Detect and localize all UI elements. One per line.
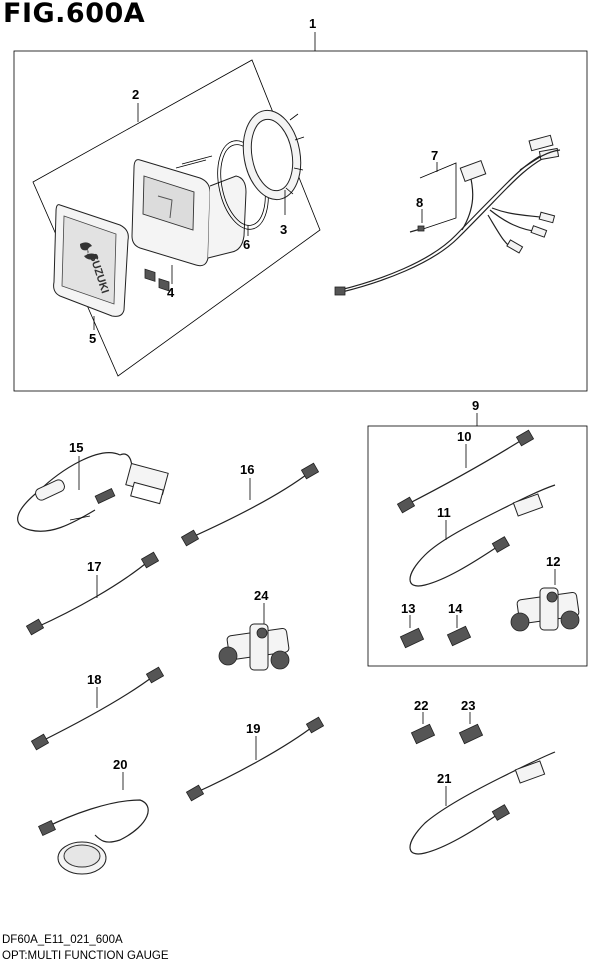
gauge-screen — [142, 175, 195, 231]
callout-12: 12 — [546, 554, 560, 569]
bracket-7-8 — [419, 162, 457, 231]
cable-17 — [25, 551, 160, 636]
terminator-22 — [410, 723, 436, 745]
callout-21: 21 — [437, 771, 451, 786]
terminal-8 — [409, 225, 425, 233]
diagram-caption: OPT:MULTI FUNCTION GAUGE — [2, 950, 169, 962]
suzuki-s-logo-icon — [80, 242, 98, 260]
cable-21 — [409, 751, 556, 855]
assembly-box — [13, 50, 588, 392]
callout-23: 23 — [461, 698, 475, 713]
callout-20: 20 — [113, 757, 127, 772]
terminator-14 — [446, 625, 472, 647]
callout-1: 1 — [309, 16, 316, 31]
sensor-20 — [38, 799, 149, 875]
callout-19: 19 — [246, 721, 260, 736]
callout-14: 14 — [448, 601, 463, 616]
callout-6: 6 — [243, 237, 250, 252]
t-connector-24 — [218, 623, 290, 671]
callout-10: 10 — [457, 429, 471, 444]
cable-11 — [409, 484, 556, 587]
callout-2: 2 — [132, 87, 139, 102]
callout-17: 17 — [87, 559, 101, 574]
callout-4: 4 — [167, 285, 175, 300]
bezel-cover: SUZUKI — [53, 204, 129, 317]
figure-title: FIG.600A — [3, 0, 146, 29]
terminator-13 — [399, 627, 425, 649]
callout-24: 24 — [254, 588, 269, 603]
callout-5: 5 — [89, 331, 96, 346]
callout-3: 3 — [280, 222, 287, 237]
callout-13: 13 — [401, 601, 415, 616]
kit-box-9 — [367, 425, 588, 667]
callout-16: 16 — [240, 462, 254, 477]
callout-9: 9 — [472, 398, 479, 413]
cable-19 — [185, 716, 325, 802]
cable-15 — [17, 452, 169, 532]
callout-11: 11 — [437, 505, 451, 520]
callout-7: 7 — [431, 148, 438, 163]
multi-function-gauge — [131, 155, 247, 292]
callout-15: 15 — [69, 440, 83, 455]
mounting-nut — [242, 109, 305, 201]
diagram-code: DF60A_E11_021_600A — [2, 934, 123, 946]
cable-18 — [30, 666, 165, 751]
callout-8: 8 — [416, 195, 423, 210]
callout-18: 18 — [87, 672, 101, 687]
gauge-subassembly-box — [32, 59, 321, 377]
wiring-harness — [334, 134, 561, 296]
cable-16 — [180, 462, 320, 547]
terminator-23 — [458, 723, 484, 745]
cable-10 — [396, 429, 535, 514]
t-connector-12 — [510, 587, 580, 632]
callout-22: 22 — [414, 698, 428, 713]
